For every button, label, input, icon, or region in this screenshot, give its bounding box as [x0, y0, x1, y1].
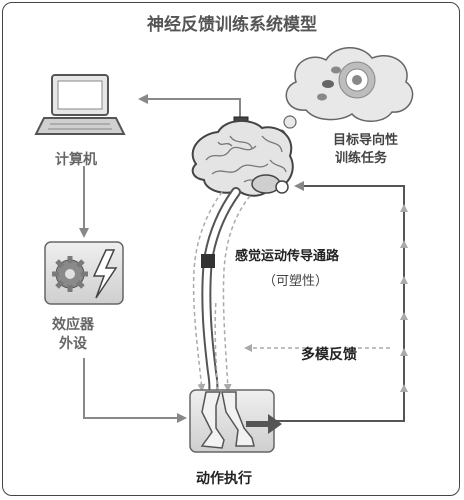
arrow-brain-to-computer: [138, 94, 241, 120]
effector-icon: [44, 241, 124, 305]
laptop-icon: [34, 74, 126, 135]
pathway-label: 感觉运动传导通路: [235, 249, 340, 264]
spinal-cord-icon: [201, 187, 241, 405]
action-label: 动作执行: [196, 471, 252, 487]
action-icon: [189, 389, 282, 453]
brain-icon: [191, 120, 294, 197]
effector-label-line2: 外设: [59, 336, 87, 352]
effector-label: 效应器 外设: [52, 316, 94, 354]
feedback-loop: [276, 181, 408, 422]
effector-label-line1: 效应器: [52, 317, 94, 333]
plasticity-label: （可塑性）: [263, 274, 329, 289]
task-label-line1: 目标导向性: [333, 133, 399, 148]
computer-label: 计算机: [55, 152, 97, 168]
thought-cloud-icon: [271, 47, 414, 146]
task-label-line2: 训练任务: [335, 151, 388, 166]
arrow-effector-to-action: [83, 358, 187, 423]
dashed-pathways: [192, 191, 390, 399]
legs-icon: [200, 391, 255, 449]
task-label: 目标导向性 训练任务: [333, 132, 398, 168]
feedback-label: 多模反馈: [301, 347, 357, 363]
diagram-title: 神经反馈训练系统模型: [147, 15, 317, 35]
gear-icon: [52, 256, 88, 292]
lightning-icon: [92, 249, 118, 299]
